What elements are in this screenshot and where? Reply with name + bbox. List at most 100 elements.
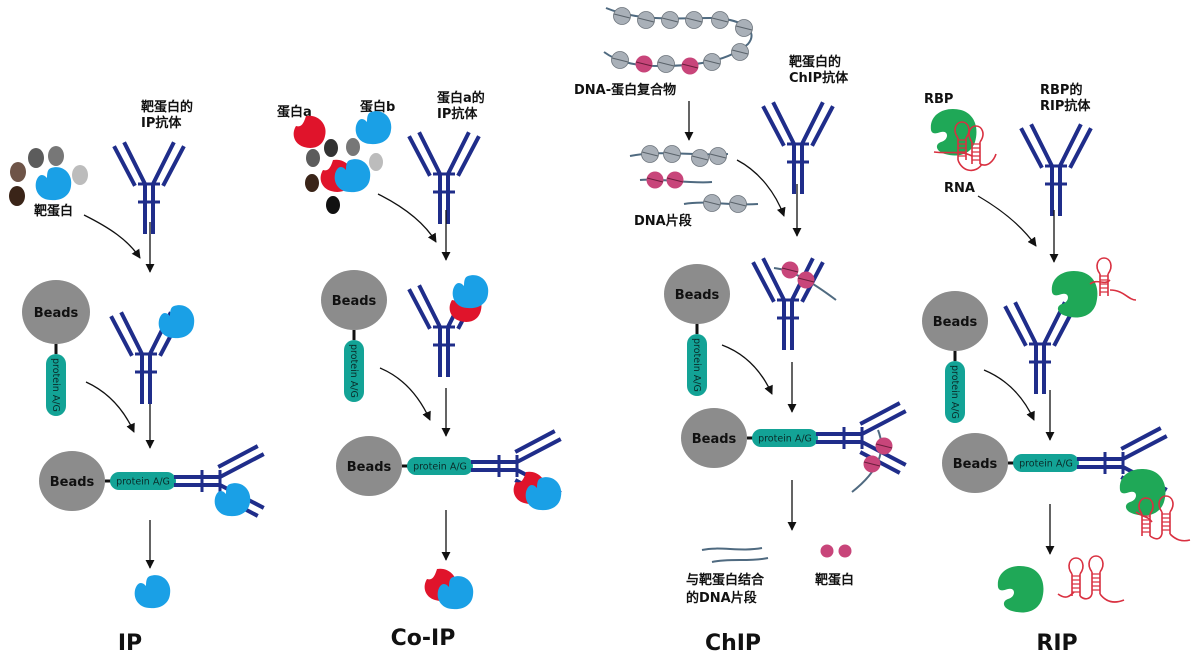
beads-label: Beads [347, 460, 392, 475]
protein-b-label: 蛋白b [360, 99, 395, 115]
bead-antibody-complex: Beads protein A/G [336, 430, 562, 511]
rip-antibody-icon [1020, 124, 1092, 216]
panel-rip: RBP RBP的 RIP抗体 RNA Beads protein A/G [922, 82, 1191, 656]
rbp-icon [1051, 270, 1098, 318]
curved-arrow [379, 367, 431, 421]
panel-coip: 蛋白a 蛋白b 蛋白a的 IP抗体 Beads protein A/G [277, 90, 562, 651]
bound-dna-label-1: 与靶蛋白结合 [686, 572, 765, 588]
curved-arrow [377, 193, 437, 243]
rbp-rna-complex [930, 108, 997, 172]
protein-ag-label: protein A/G [50, 358, 61, 412]
rip-title: RIP [1036, 631, 1077, 656]
eluted-rbp-icon [997, 565, 1044, 613]
protein-ag-icon [1013, 454, 1079, 472]
bound-dna-label-2: 的DNA片段 [686, 590, 757, 606]
beads-label: Beads [34, 306, 79, 321]
rna-stemloop-icon [1088, 555, 1104, 595]
chip-antibody-label-1: 靶蛋白的 [789, 54, 841, 70]
bead-antibody-complex: Beads protein A/G [942, 427, 1191, 542]
beads-with-protein-ag: Beads protein A/G [321, 270, 387, 402]
beads-with-protein-ag: Beads protein A/G [922, 291, 988, 423]
curved-arrow [736, 159, 786, 217]
ip-antibody-icon [113, 142, 185, 234]
rbp-icon [1119, 468, 1166, 516]
beads-icon [321, 270, 387, 330]
protein-ag-icon [110, 472, 176, 490]
protein-ag-label: protein A/G [348, 344, 359, 398]
rip-antibody-label-2: RIP抗体 [1040, 98, 1091, 114]
curved-arrow [721, 344, 773, 395]
protein-ag-label: protein A/G [1019, 459, 1073, 470]
protein-a-icon [293, 115, 326, 148]
beads-label: Beads [953, 457, 998, 472]
rna-stemloop-icon [1068, 557, 1084, 597]
beads-icon [664, 264, 730, 324]
fragments-label: DNA片段 [634, 213, 692, 229]
coip-antibody-icon [408, 132, 480, 224]
target-protein-icon [875, 437, 893, 455]
protein-ag-icon [752, 429, 818, 447]
beads-with-protein-ag: Beads protein A/G [664, 264, 730, 396]
eluted-target-icon [134, 575, 171, 609]
target-protein-icon [797, 271, 815, 289]
protein-mixture [293, 111, 392, 214]
protein-ag-icon [344, 340, 364, 402]
chip-antibody-icon [762, 102, 834, 194]
beads-label: Beads [692, 432, 737, 447]
beads-label: Beads [675, 288, 720, 303]
protein-ag-label: protein A/G [949, 365, 960, 419]
curved-arrow [85, 381, 135, 433]
target-protein-icon [820, 544, 834, 558]
protein-ag-icon [945, 361, 965, 423]
antibody-icon [816, 402, 906, 474]
chip-title: ChIP [705, 631, 761, 656]
chip-target-label: 靶蛋白 [815, 572, 854, 588]
rbp-label: RBP [924, 92, 953, 107]
beads-icon [22, 280, 90, 344]
bead-antibody-complex: Beads protein A/G [681, 402, 906, 493]
beads-icon [681, 408, 747, 468]
beads-icon [336, 436, 402, 496]
ip-antibody-label-2: IP抗体 [141, 115, 182, 131]
dna-protein-complex [603, 7, 753, 75]
complex-label: DNA-蛋白复合物 [574, 82, 676, 98]
coip-antibody-label-2: IP抗体 [437, 106, 478, 122]
protein-ag-label: protein A/G [413, 462, 467, 473]
protein-ag-label: protein A/G [758, 434, 812, 445]
beads-icon [39, 451, 105, 511]
ip-antibody-label-1: 靶蛋白的 [141, 99, 193, 115]
curved-arrow [977, 195, 1037, 247]
protein-ag-label: protein A/G [116, 477, 170, 488]
panel-ip: 靶蛋白 靶蛋白的 IP抗体 Beads protein A/G Beads pr… [9, 99, 264, 656]
rip-antibody-label-1: RBP的 [1040, 82, 1082, 98]
beads-icon [922, 291, 988, 351]
eluted-rna [1057, 555, 1125, 603]
ip-title: IP [118, 631, 142, 656]
beads-label: Beads [933, 315, 978, 330]
target-protein-icon [35, 167, 72, 201]
dna-fragments [629, 145, 759, 213]
ip-target-label: 靶蛋白 [34, 203, 73, 219]
antibody-bound-icon [1004, 302, 1076, 394]
protein-ag-icon [46, 354, 66, 416]
target-protein-icon [158, 305, 195, 339]
protein-ag-label: protein A/G [691, 338, 702, 392]
beads-icon [942, 433, 1008, 493]
beads-label: Beads [332, 294, 377, 309]
protein-mixture [9, 146, 88, 206]
protein-ag-icon [687, 334, 707, 396]
bead-antibody-complex: Beads protein A/G [39, 445, 264, 517]
protein-b-icon [452, 275, 489, 309]
coip-antibody-label-1: 蛋白a的 [437, 90, 485, 106]
chip-antibody-label-2: ChIP抗体 [789, 70, 849, 86]
target-protein-icon [838, 544, 852, 558]
curved-arrow [83, 214, 141, 259]
bound-dna-fragments [701, 547, 769, 563]
rna-label: RNA [944, 181, 975, 196]
target-protein-icon [781, 261, 799, 279]
protein-ag-icon [407, 457, 473, 475]
protein-b-icon [355, 111, 392, 145]
coip-title: Co-IP [391, 626, 456, 651]
panel-chip: DNA-蛋白复合物 靶蛋白的 ChIP抗体 DNA片段 Beads prot [574, 7, 906, 656]
